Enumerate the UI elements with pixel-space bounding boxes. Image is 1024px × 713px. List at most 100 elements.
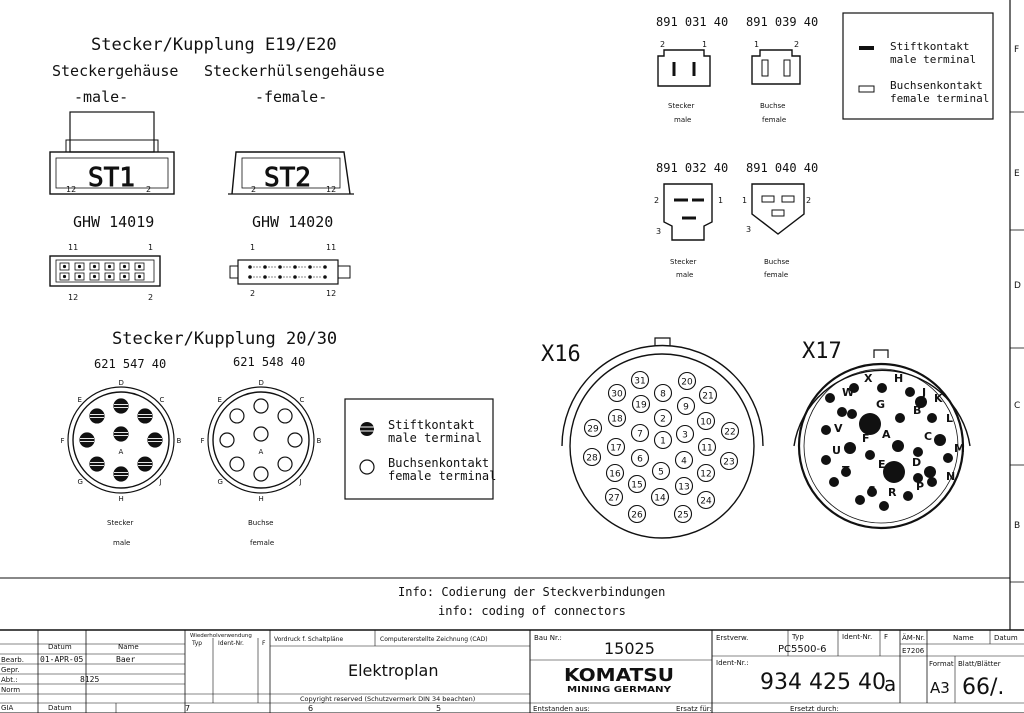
tb-copyright: Copyright reserved (Schutzvermerk DIN 34… <box>300 695 475 703</box>
pin-cell <box>59 272 70 281</box>
tb-brand-komatsu: KOMATSU <box>564 665 674 686</box>
tb-datum-2: Datum <box>994 634 1018 642</box>
tb-am-nr: ÄM-Nr. <box>902 633 925 642</box>
x16-socket <box>605 463 625 483</box>
pin-letter: A <box>119 448 124 456</box>
pin-label: 12 <box>68 293 78 302</box>
x16-socket <box>582 447 602 467</box>
x16-socket-number: 21 <box>702 392 713 402</box>
stecker-label: Stecker <box>668 102 694 110</box>
tb-bau-value: 15025 <box>604 639 655 658</box>
pin-letter: E <box>217 396 221 404</box>
pin-number: 1 <box>718 196 723 205</box>
tb-datum-footer: Datum <box>48 704 72 712</box>
x17-pin <box>841 467 851 477</box>
tb-typ-header-2: Typ <box>791 633 804 641</box>
border-letter-b: B <box>1014 521 1020 531</box>
x16-socket <box>631 394 651 414</box>
tb-brand-mining-germany: MINING GERMANY <box>567 685 672 694</box>
x16-socket <box>630 423 650 443</box>
buchse-label: Buchse <box>248 519 273 527</box>
pin-letter: F <box>61 437 65 445</box>
pn-891-039-40: 891 039 40 <box>746 15 818 29</box>
x17-pin <box>934 434 946 446</box>
pin-dot <box>323 275 327 279</box>
pin-letter: J <box>159 478 162 486</box>
buchse-label: Buchse <box>760 102 785 110</box>
pin-number: 1 <box>702 40 707 49</box>
x16-socket <box>607 383 627 403</box>
border-letter-d: D <box>1014 281 1021 291</box>
pin-cell <box>74 272 85 281</box>
x16-socket <box>696 463 716 483</box>
tb-col-6: 6 <box>308 704 313 713</box>
pin-dot <box>263 275 267 279</box>
pin-letter: H <box>119 495 124 503</box>
x16-socket <box>674 476 694 496</box>
legend-top: Stiftkontakt male terminal Buchsenkontak… <box>842 12 994 120</box>
legend-pin-en: male terminal <box>388 431 482 445</box>
x16-socket-number: 16 <box>609 470 621 480</box>
tb-ersetzt-durch: Ersetzt durch: <box>790 705 839 713</box>
ghw-14020-label: GHW 14020 <box>252 213 333 231</box>
x17-pin <box>927 477 937 487</box>
x17-pin <box>859 413 881 435</box>
x17-pin <box>913 447 923 457</box>
x17-pin-letter: H <box>894 372 903 385</box>
tb-am-value: E7206 <box>902 647 925 655</box>
pin-letter: G <box>77 478 82 486</box>
x16-socket-number: 25 <box>677 511 688 521</box>
x16-socket-number: 13 <box>678 483 689 493</box>
pin-label: 11 <box>68 243 78 252</box>
x16-socket <box>653 383 673 403</box>
pin-dot <box>77 274 82 279</box>
x17-pin <box>943 453 953 463</box>
info-line-2: info: coding of connectors <box>438 604 626 618</box>
pin-cell <box>104 262 115 271</box>
pin-contact <box>147 432 163 448</box>
legend-sock-en: female terminal <box>890 92 989 105</box>
x17-pin <box>847 409 857 419</box>
x17-pin <box>865 450 875 460</box>
connector-3pin-female: 1 2 3 Buchse female <box>742 183 811 279</box>
x17-pin <box>913 473 923 483</box>
title-block-text: Datum Name Bearb. Gepr. Abt.: Norm GIA 0… <box>1 633 1018 713</box>
female-label: female <box>250 539 274 547</box>
pin-dot <box>293 265 297 269</box>
tb-erstverw: Erstverw. <box>716 634 748 642</box>
x16-socket-number: 2 <box>660 415 666 425</box>
x16-socket-number: 11 <box>701 444 712 454</box>
tb-f-header-2: F <box>884 633 888 641</box>
ghw-14020-pin-view: 1 11 2 12 <box>229 243 351 298</box>
pin-letter: J <box>299 478 302 486</box>
pin-dot <box>248 265 252 269</box>
pin-dot <box>248 275 252 279</box>
x17-pin-letter: P <box>916 480 924 493</box>
x17-pin <box>903 491 913 501</box>
x17-pin-letter: F <box>862 432 870 445</box>
x17-pin <box>883 461 905 483</box>
pin-number: 2 <box>660 40 665 49</box>
x17-pin <box>829 477 839 487</box>
pin-dot <box>92 274 97 279</box>
x17-connector: X17 ABCDEFGHJKLMNPRSTUVWX <box>793 339 971 530</box>
pin-cell <box>104 272 115 281</box>
x17-pin <box>895 413 905 423</box>
x16-socket <box>651 461 671 481</box>
housing-male-label: Steckergehäuse <box>52 62 178 80</box>
pin-cell <box>134 262 145 271</box>
x16-socket <box>627 474 647 494</box>
pin-number: 3 <box>656 227 661 236</box>
pin-contact <box>137 408 153 424</box>
pin-dot <box>323 265 327 269</box>
legend-pin-en: male terminal <box>890 53 976 66</box>
x17-pin-letter: G <box>876 398 885 411</box>
x16-socket-number: 14 <box>654 494 666 504</box>
pin-contact <box>89 456 105 472</box>
male-label: -male- <box>74 88 128 106</box>
x16-socket <box>720 421 740 441</box>
pin-cell <box>89 272 100 281</box>
info-line-1: Info: Codierung der Steckverbindungen <box>398 585 665 599</box>
pin-contact <box>113 466 129 482</box>
